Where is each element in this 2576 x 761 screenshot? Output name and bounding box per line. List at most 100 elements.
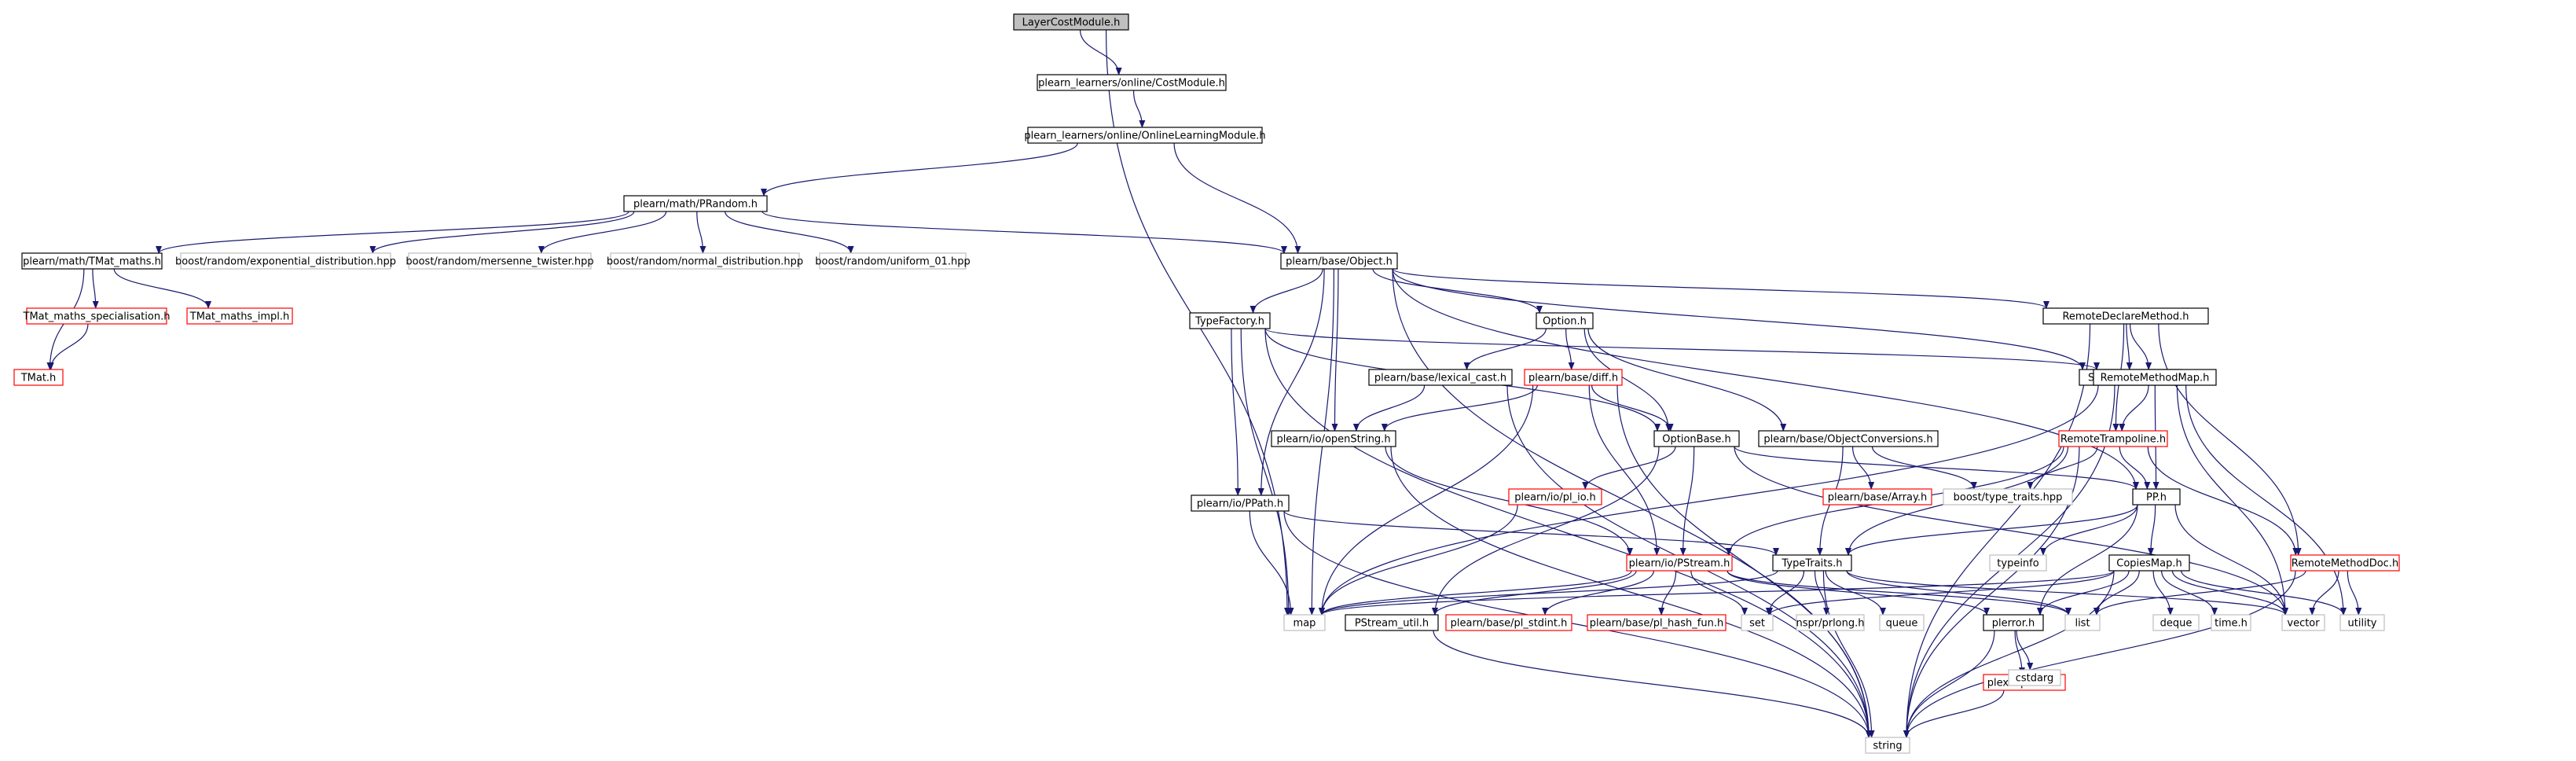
- node-perror[interactable]: plerror.h: [1983, 614, 2044, 631]
- node-hashfun[interactable]: plearn/base/pl_hash_fun.h: [1587, 614, 1727, 631]
- node-typefactory[interactable]: TypeFactory.h: [1189, 312, 1271, 329]
- edge-copiesmap-to-deque: [2152, 570, 2174, 616]
- edge-rmm-to-map: [1319, 384, 2099, 616]
- node-prandom[interactable]: plearn/math/PRandom.h: [623, 195, 768, 212]
- node-diff[interactable]: plearn/base/diff.h: [1524, 369, 1623, 386]
- edge-ppath-to-string: [1283, 510, 1872, 738]
- node-label: string: [1873, 741, 1902, 752]
- node-utility: utility: [2339, 614, 2385, 631]
- node-tmatmaths[interactable]: plearn/math/TMat_maths.h: [21, 252, 163, 270]
- node-label: plearn/io/PStream.h: [1629, 558, 1730, 570]
- edge-diff-to-string: [1616, 384, 1872, 738]
- node-lexcast[interactable]: plearn/base/lexical_cast.h: [1368, 369, 1513, 386]
- edge-rmm-to-rtramp: [2119, 384, 2149, 432]
- edge-pp-to-typeinfo: [2040, 504, 2138, 556]
- node-map: map: [1283, 614, 1326, 631]
- node-ppath[interactable]: plearn/io/PPath.h: [1191, 494, 1290, 512]
- node-tmat[interactable]: TMat.h: [13, 369, 64, 386]
- edge-typetraits-to-map: [1319, 570, 1778, 616]
- node-string: string: [1865, 737, 1910, 754]
- node-list: list: [2064, 614, 2101, 631]
- edge-object-to-string: [1392, 268, 1872, 738]
- node-typetraitshpp: boost/type_traits.hpp: [1943, 488, 2073, 505]
- edge-openstring-to-pstream: [1385, 446, 1633, 556]
- node-label: cstdarg: [2016, 673, 2054, 685]
- node-label: vector: [2287, 618, 2320, 630]
- edge-pstream-to-perror: [1727, 570, 1990, 616]
- edge-copiesmap-to-perror: [2037, 570, 2130, 616]
- edge-diff-to-map: [1319, 384, 1534, 616]
- edge-optionbase-to-pp: [1734, 446, 2139, 490]
- node-objconv[interactable]: plearn/base/ObjectConversions.h: [1758, 430, 1939, 447]
- node-stdint[interactable]: plearn/base/pl_stdint.h: [1445, 614, 1572, 631]
- edge-pp-to-perror: [2037, 504, 2138, 616]
- node-optionbase[interactable]: OptionBase.h: [1653, 430, 1740, 447]
- node-object[interactable]: plearn/base/Object.h: [1280, 252, 1398, 270]
- edge-prandom-to-exp_dist: [369, 211, 635, 254]
- node-box: [2290, 554, 2400, 572]
- node-label: CopiesMap.h: [2116, 558, 2182, 570]
- node-box: [1983, 614, 2044, 631]
- node-box: [623, 195, 768, 212]
- node-array[interactable]: plearn/base/Array.h: [1822, 488, 1932, 505]
- edge-openstring-to-string: [1390, 446, 1872, 738]
- node-box: [1189, 312, 1271, 329]
- node-pp[interactable]: PP.h: [2132, 488, 2181, 505]
- node-label: queue: [1886, 618, 1918, 630]
- edge-typetraits-to-queue: [1825, 570, 1886, 616]
- node-box: [180, 252, 391, 270]
- node-root[interactable]: LayerCostModule.h: [1013, 13, 1129, 31]
- edge-rdm-to-rmm: [2129, 323, 2152, 370]
- edge-rdm-to-rmdoc: [2158, 323, 2302, 556]
- edge-copiesmap-to-timeh: [2161, 570, 2218, 616]
- node-box: [1796, 614, 1865, 631]
- node-label: typeinfo: [1997, 558, 2038, 570]
- node-rmdoc[interactable]: RemoteMethodDoc.h: [2290, 554, 2400, 572]
- node-label: TMat_maths_specialisation.h: [23, 311, 171, 323]
- edge-rtramp-to-rmdoc: [2147, 446, 2299, 556]
- edge-object-to-rdm: [1392, 268, 2049, 309]
- node-box: [2093, 369, 2217, 386]
- edge-objconv-to-array: [1851, 446, 1875, 490]
- node-box: [1445, 614, 1572, 631]
- node-box: [1280, 252, 1398, 270]
- edge-diff-to-optionbase: [1591, 384, 1674, 432]
- node-typetraits[interactable]: TypeTraits.h: [1772, 554, 1852, 572]
- node-label: PStream_util.h: [1355, 618, 1429, 630]
- edge-pstream-to-map: [1319, 570, 1632, 616]
- node-copiesmap[interactable]: CopiesMap.h: [2108, 554, 2190, 572]
- edge-copiesmap-to-utility: [2181, 570, 2347, 616]
- node-tmatimpl[interactable]: TMat_maths_impl.h: [186, 307, 293, 325]
- node-rdm[interactable]: RemoteDeclareMethod.h: [2042, 307, 2209, 325]
- node-onlinelm[interactable]: plearn_learners/online/OnlineLearningMod…: [1024, 127, 1266, 144]
- node-plio[interactable]: plearn/io/pl_io.h: [1508, 488, 1602, 505]
- node-box: [1283, 614, 1326, 631]
- edge-ppath-to-typetraits: [1283, 510, 1779, 556]
- edge-typetraits-to-string: [1822, 570, 1875, 738]
- node-box: [2108, 554, 2190, 572]
- node-rmm[interactable]: RemoteMethodMap.h: [2093, 369, 2217, 386]
- node-box: [1191, 494, 1290, 512]
- node-pstreamutil[interactable]: PStream_util.h: [1345, 614, 1439, 631]
- edge-perror-to-pexceptions: [2014, 630, 2026, 675]
- node-box: [1626, 554, 1733, 572]
- node-box: [2042, 307, 2209, 325]
- edge-typefactory-to-map: [1240, 328, 1292, 616]
- edge-typetraits-to-set: [1765, 570, 1805, 616]
- edge-option-to-optionbase: [1583, 328, 1672, 432]
- node-rtramp[interactable]: RemoteTrampoline.h: [2058, 430, 2168, 447]
- edge-objconv-to-typetraitshpp: [1871, 446, 1977, 490]
- node-pstream[interactable]: plearn/io/PStream.h: [1626, 554, 1733, 572]
- node-tmatspec[interactable]: TMat_maths_specialisation.h: [23, 307, 171, 325]
- node-costmodule[interactable]: plearn_learners/online/CostModule.h: [1037, 74, 1227, 91]
- node-option[interactable]: Option.h: [1536, 312, 1594, 329]
- node-openstring[interactable]: plearn/io/openString.h: [1271, 430, 1396, 447]
- node-label: RemoteMethodMap.h: [2101, 373, 2210, 384]
- edges-layer: [46, 29, 2362, 738]
- node-cstdarg: cstdarg: [2008, 669, 2061, 686]
- edge-prandom-to-normal_dist: [696, 211, 706, 254]
- node-timeh: time.h: [2211, 614, 2251, 631]
- node-label: plearn/base/Object.h: [1286, 256, 1393, 268]
- node-box: [186, 307, 293, 325]
- node-box: [2339, 614, 2385, 631]
